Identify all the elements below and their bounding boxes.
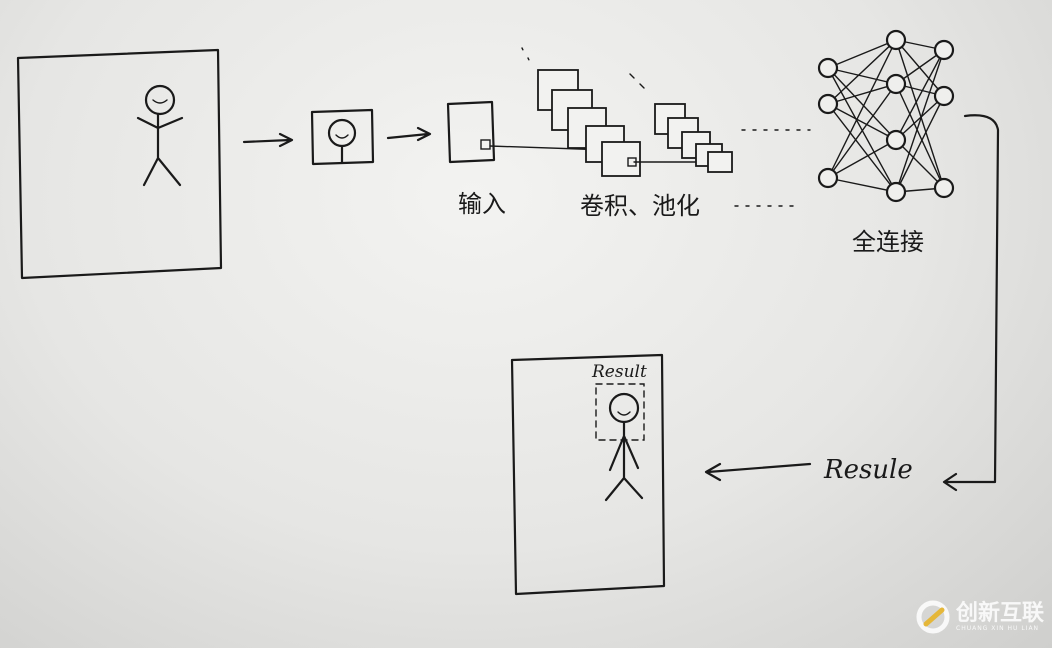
- fc-edge: [827, 39, 897, 105]
- arrow-icon: [242, 132, 294, 148]
- fc-edge: [895, 39, 945, 189]
- fc-edge: [895, 95, 945, 141]
- fc-node: [933, 177, 955, 199]
- cropped-face-frame: [310, 108, 375, 166]
- result-arrow-label: Resule: [823, 455, 913, 485]
- fc-node: [885, 29, 907, 51]
- watermark-name: 创新互联: [956, 600, 1045, 626]
- fc-edge: [827, 39, 897, 179]
- fc-edge: [827, 103, 897, 193]
- return-arrow: [942, 114, 1000, 492]
- result-image-frame: [510, 353, 666, 596]
- fc-node: [933, 39, 955, 61]
- fc-edge: [895, 139, 945, 189]
- stick-figure-head: [144, 84, 176, 116]
- fc-node: [817, 167, 839, 189]
- fc-node: [817, 93, 839, 115]
- fully-connected-network: [817, 29, 955, 203]
- conv-pool-feature-maps: [521, 47, 811, 207]
- conv-pool-label: 卷积、池化: [580, 192, 700, 220]
- input-image-frame: [16, 48, 223, 280]
- fc-node: [885, 73, 907, 95]
- input-label: 输入: [458, 190, 506, 218]
- fc-node: [885, 181, 907, 203]
- logo-icon: [916, 600, 950, 634]
- fc-edge: [827, 39, 897, 69]
- fc-edge: [895, 95, 945, 193]
- watermark-pinyin: CHUANG XIN HU LIAN: [956, 624, 1040, 632]
- fully-connected-label: 全连接: [852, 228, 924, 256]
- fc-edge: [895, 39, 945, 97]
- watermark-logo: 创新互联 CHUANG XIN HU LIAN: [916, 600, 1044, 634]
- result-box-label: Result: [591, 362, 647, 382]
- fc-node: [817, 57, 839, 79]
- fc-edge: [827, 83, 897, 105]
- fc-node: [885, 129, 907, 151]
- fc-edge: [827, 67, 897, 85]
- fc-edge: [895, 49, 945, 141]
- fc-edge: [827, 67, 897, 141]
- fc-edge: [827, 177, 897, 193]
- fc-edge: [895, 83, 945, 189]
- fc-edge: [827, 83, 897, 179]
- arrow-icon: [386, 126, 432, 142]
- arrow-icon: [704, 462, 812, 482]
- detection-box: [595, 383, 645, 441]
- fc-node: [933, 85, 955, 107]
- fc-edge: [827, 103, 897, 141]
- fc-edge: [827, 139, 897, 179]
- fc-edge: [895, 49, 945, 193]
